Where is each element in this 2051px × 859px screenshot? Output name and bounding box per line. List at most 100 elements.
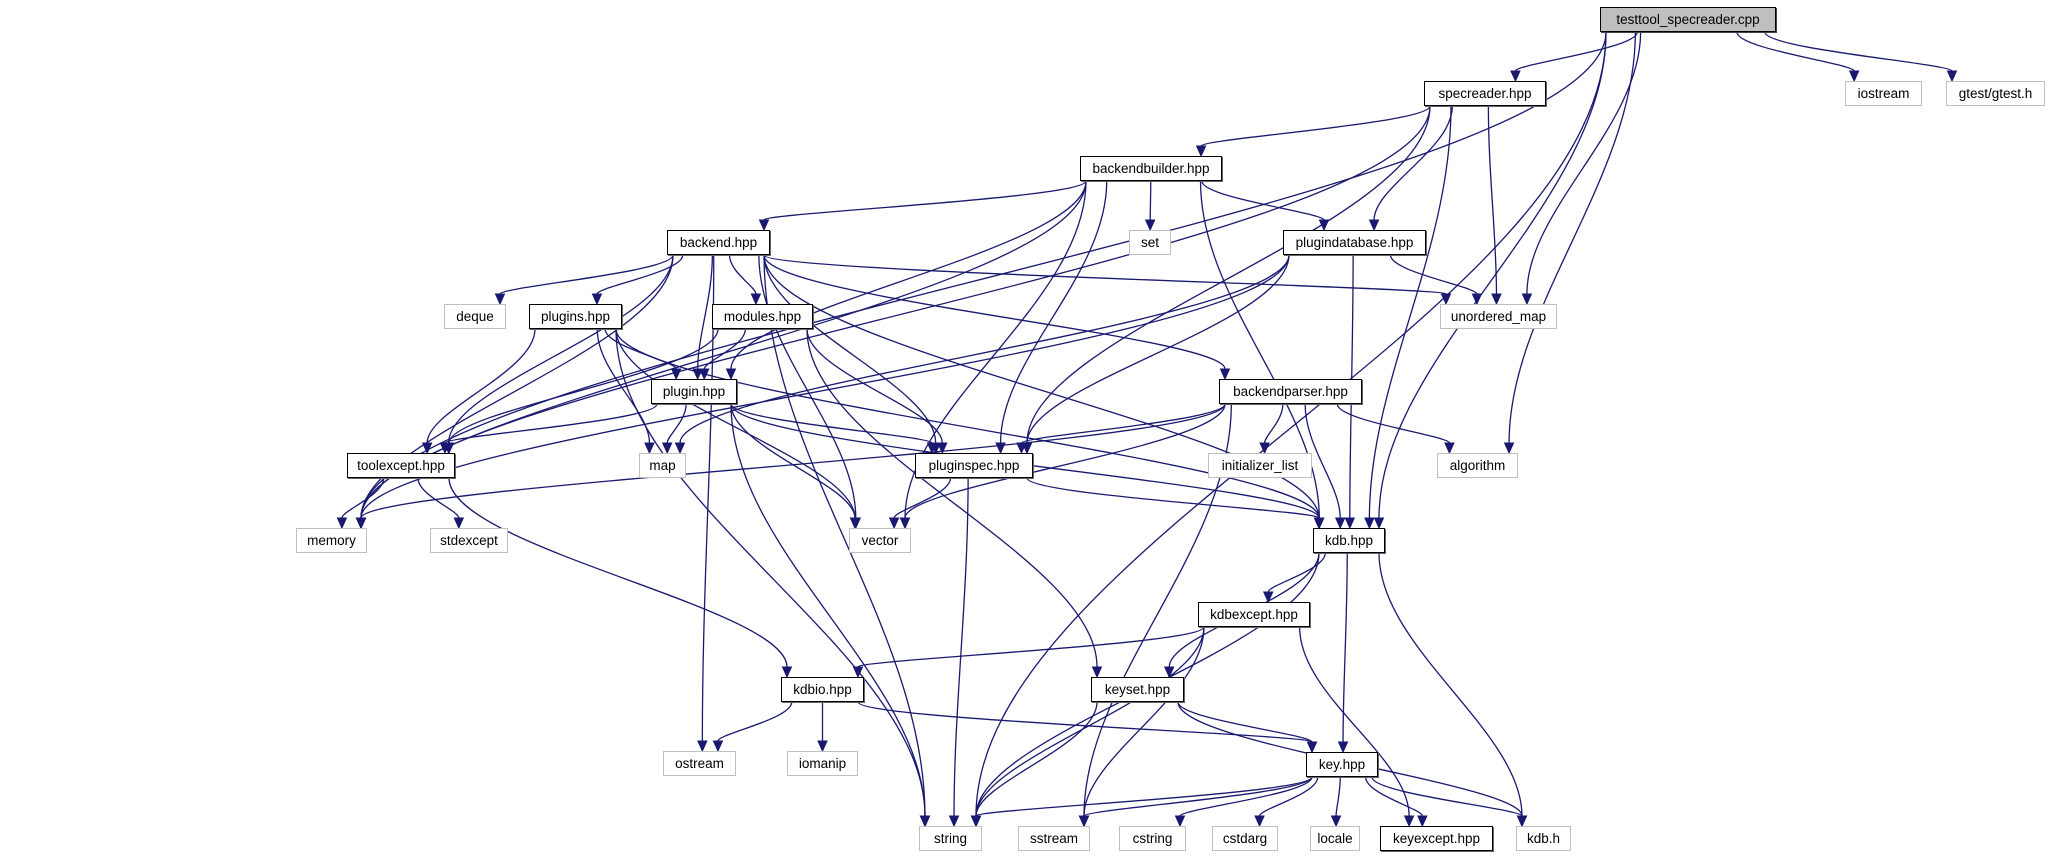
arrowhead-backendparser-to-kdb	[1334, 517, 1346, 530]
edge-backendbuilder-to-kdb	[1199, 180, 1320, 519]
edge-backendbuilder-to-set	[1149, 180, 1152, 221]
arrowhead-root-to-unordered_map	[1521, 293, 1533, 306]
arrowhead-root-to-specreader	[1510, 70, 1521, 83]
edge-key-to-cstring	[1179, 776, 1313, 817]
edge-key-to-string	[975, 776, 1313, 817]
node-modules-hpp[interactable]: modules.hpp	[712, 304, 813, 329]
node-cstdarg: cstdarg	[1212, 826, 1278, 851]
arrowhead-plugin-to-vector	[849, 517, 861, 530]
node-plugin-hpp[interactable]: plugin.hpp	[651, 379, 737, 404]
edge-kdb-to-kdbh	[1378, 552, 1523, 817]
arrowhead-plugin-to-toolexcept	[439, 442, 451, 455]
edge-backend-to-unordered_map	[763, 254, 1447, 295]
node-plugindatabase-hpp[interactable]: plugindatabase.hpp	[1283, 230, 1426, 255]
arrowhead-toolexcept-to-kdbio	[781, 666, 793, 679]
edge-backend-to-deque	[499, 254, 674, 295]
edge-plugins-to-toolexcept	[426, 328, 536, 444]
node-initializer-list: initializer_list	[1208, 453, 1312, 478]
arrowhead-root-to-iostream	[1848, 70, 1860, 83]
edge-keyset-to-string	[975, 701, 1098, 817]
arrowhead-key-to-kdbh	[1516, 815, 1528, 828]
arrowhead-pluginspec-to-string	[948, 815, 960, 828]
arrowhead-kdb-to-kdbexcept	[1262, 591, 1274, 604]
arrowhead-backendparser-to-vector	[899, 517, 911, 530]
node-backendparser-hpp[interactable]: backendparser.hpp	[1219, 379, 1362, 404]
node-keyset-hpp[interactable]: keyset.hpp	[1091, 677, 1184, 702]
arrowhead-toolexcept-to-stdexcept	[453, 517, 465, 530]
node-backend-hpp[interactable]: backend.hpp	[667, 230, 770, 255]
edge-root-to-string	[975, 31, 1607, 817]
arrowhead-specreader-to-kdb	[1364, 517, 1375, 530]
arrowhead-plugins-to-map	[644, 442, 655, 455]
edge-backend-to-kdb	[763, 254, 1320, 519]
node-plugins-hpp[interactable]: plugins.hpp	[529, 304, 622, 329]
edge-plugins-to-kdb	[615, 328, 1320, 519]
edge-backend-to-plugin	[697, 254, 714, 370]
node-kdbexcept-hpp[interactable]: kdbexcept.hpp	[1198, 602, 1310, 627]
edge-backendparser-to-memory	[360, 403, 1226, 519]
edge-backendbuilder-to-backend	[763, 180, 1087, 221]
edge-backend-to-plugins	[596, 254, 684, 295]
arrowhead-backendparser-to-memory	[355, 517, 367, 530]
edge-plugindatabase-to-unordered_map	[1389, 254, 1478, 295]
edge-backend-to-vector	[758, 254, 857, 519]
node-keyexcept-hpp[interactable]: keyexcept.hpp	[1380, 826, 1493, 851]
edge-specreader-to-pluginspec	[1026, 105, 1431, 444]
node-specreader-hpp[interactable]: specreader.hpp	[1424, 81, 1546, 106]
arrowhead-kdb-to-key	[1337, 741, 1349, 754]
node-backendbuilder-hpp[interactable]: backendbuilder.hpp	[1080, 156, 1222, 181]
node-toolexcept-hpp[interactable]: toolexcept.hpp	[347, 453, 455, 478]
edge-key-to-sstream	[1083, 776, 1313, 817]
edge-kdbexcept-to-kdbio	[857, 626, 1205, 668]
edge-kdb-to-key	[1342, 552, 1348, 743]
arrowhead-specreader-to-backendbuilder	[1195, 145, 1207, 158]
node-set: set	[1129, 230, 1171, 255]
edge-root-to-gtest	[1764, 31, 1953, 72]
node-pluginspec-hpp[interactable]: pluginspec.hpp	[915, 453, 1033, 478]
edge-backendbuilder-to-pluginspec	[999, 180, 1108, 444]
edge-root-to-iostream	[1736, 31, 1855, 72]
arrowhead-modules-to-pluginspec	[937, 442, 948, 455]
node-testtool-specreader-cpp: testtool_specreader.cpp	[1600, 7, 1776, 32]
edge-plugins-to-string	[615, 328, 926, 817]
edge-backend-to-memory	[360, 254, 674, 519]
node-key-hpp[interactable]: key.hpp	[1306, 752, 1378, 777]
node-kdb-hpp[interactable]: kdb.hpp	[1313, 528, 1385, 553]
edge-backend-to-backendparser	[763, 254, 1226, 370]
arrowhead-key-to-sstream	[1078, 815, 1090, 828]
arrowhead-key-to-locale	[1330, 815, 1342, 828]
arrowhead-key-to-cstring	[1174, 815, 1186, 828]
edge-kdbio-to-ostream	[717, 701, 793, 742]
edge-plugins-to-map	[596, 328, 651, 444]
node-kdb-h: kdb.h	[1516, 826, 1571, 851]
arrowhead-keyset-to-key	[1306, 741, 1318, 754]
node-iomanip: iomanip	[787, 751, 858, 776]
edge-plugindatabase-to-memory	[360, 254, 1290, 519]
edge-backendparser-to-pluginspec	[1020, 403, 1226, 444]
edge-pluginspec-to-string	[953, 477, 969, 817]
arrowhead-key-to-string	[970, 815, 982, 828]
edge-key-to-kdbh	[1371, 776, 1523, 817]
edge-toolexcept-to-stdexcept	[417, 477, 460, 519]
node-iostream: iostream	[1845, 81, 1922, 106]
edge-plugin-to-map	[666, 403, 687, 444]
arrowhead-plugin-to-string	[919, 815, 931, 828]
edge-kdbexcept-to-sstream	[1083, 626, 1205, 817]
edge-key-to-locale	[1335, 776, 1341, 817]
arrowhead-backend-to-modules	[750, 293, 762, 306]
arrowhead-backend-to-unordered_map	[1440, 293, 1452, 306]
edge-plugin-to-string	[730, 403, 926, 817]
arrowhead-root-to-kdb	[1373, 517, 1385, 530]
node-kdbio-hpp[interactable]: kdbio.hpp	[781, 677, 864, 702]
node-map: map	[639, 453, 686, 478]
edge-modules-to-pluginspec	[806, 328, 943, 444]
edge-key-to-keyexcept	[1364, 776, 1423, 817]
edge-modules-to-keyset	[806, 328, 1098, 668]
edge-key-to-cstdarg	[1258, 776, 1319, 817]
edge-root-to-unordered_map	[1526, 31, 1642, 295]
edge-backend-to-modules	[728, 254, 757, 295]
edge-plugin-to-pluginspec	[730, 403, 933, 444]
arrowhead-pluginspec-to-vector	[888, 517, 900, 530]
arrowhead-backendbuilder-to-backend	[758, 219, 770, 232]
